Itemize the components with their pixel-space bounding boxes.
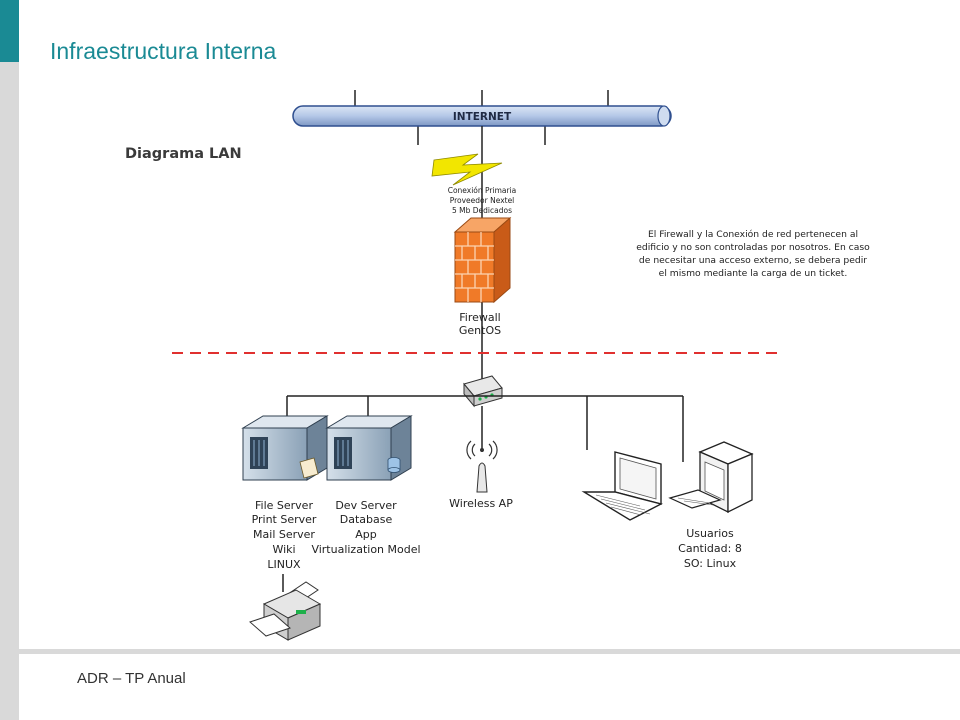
users-line-2: Cantidad: 8 bbox=[678, 542, 742, 555]
connection-label: Conexión Primaria Proveedor Nextel 5 Mb … bbox=[448, 186, 517, 215]
users-line-3: SO: Linux bbox=[684, 557, 737, 570]
desktop-icon bbox=[668, 441, 754, 514]
users-labels: Usuarios Cantidad: 8 SO: Linux bbox=[678, 527, 742, 570]
file-server-line-1: File Server bbox=[255, 499, 313, 512]
file-server-line-4: Wiki bbox=[272, 543, 295, 556]
file-server-icon bbox=[241, 415, 329, 481]
note-line-3: de necesitar una acceso externo, se debe… bbox=[639, 255, 867, 266]
lightning-icon bbox=[431, 153, 503, 186]
users-line-1: Usuarios bbox=[686, 527, 734, 540]
note-line-4: el mismo mediante la carga de un ticket. bbox=[659, 268, 848, 279]
note-line-1: El Firewall y la Conexión de red pertene… bbox=[648, 229, 858, 240]
firewall-icon bbox=[453, 216, 512, 304]
dev-server-line-1: Dev Server bbox=[335, 499, 397, 512]
internet-pipe: INTERNET bbox=[292, 90, 672, 145]
slide-title: Infraestructura Interna bbox=[50, 38, 277, 64]
file-server-line-5: LINUX bbox=[267, 558, 301, 571]
connection-line-1: Conexión Primaria bbox=[448, 186, 517, 195]
connection-line-3: 5 Mb Dedicados bbox=[452, 206, 512, 215]
firewall-label: Firewall bbox=[459, 311, 500, 324]
file-server-labels: File Server Print Server Mail Server Wik… bbox=[252, 499, 317, 571]
file-server-line-2: Print Server bbox=[252, 513, 317, 526]
diagram-heading: Diagrama LAN bbox=[125, 146, 242, 162]
internet-label: INTERNET bbox=[453, 111, 512, 123]
accent-bar bbox=[0, 0, 19, 62]
left-sidebar-bar bbox=[0, 0, 19, 720]
file-server-line-3: Mail Server bbox=[253, 528, 315, 541]
switch-icon bbox=[463, 375, 503, 408]
firewall-note: El Firewall y la Conexión de red pertene… bbox=[636, 229, 870, 279]
wireless-ap-icon bbox=[466, 440, 498, 493]
dev-server-line-3: App bbox=[355, 528, 377, 541]
note-line-2: edificio y no son controladas por nosotr… bbox=[636, 242, 870, 253]
slide-footer: ADR – TP Anual bbox=[77, 670, 186, 687]
footer-divider bbox=[19, 649, 960, 654]
dev-server-labels: Dev Server Database App Virtualization M… bbox=[311, 499, 420, 556]
firewall-os-label: GentOS bbox=[459, 324, 501, 337]
dev-server-icon bbox=[325, 415, 413, 481]
connection-line-2: Proveedor Nextel bbox=[450, 196, 515, 205]
wireless-ap-label: Wireless AP bbox=[449, 497, 513, 510]
dev-server-line-4: Virtualization Model bbox=[311, 543, 420, 556]
printer-icon bbox=[249, 581, 322, 641]
dev-server-line-2: Database bbox=[340, 513, 393, 526]
laptop-icon bbox=[581, 451, 663, 521]
